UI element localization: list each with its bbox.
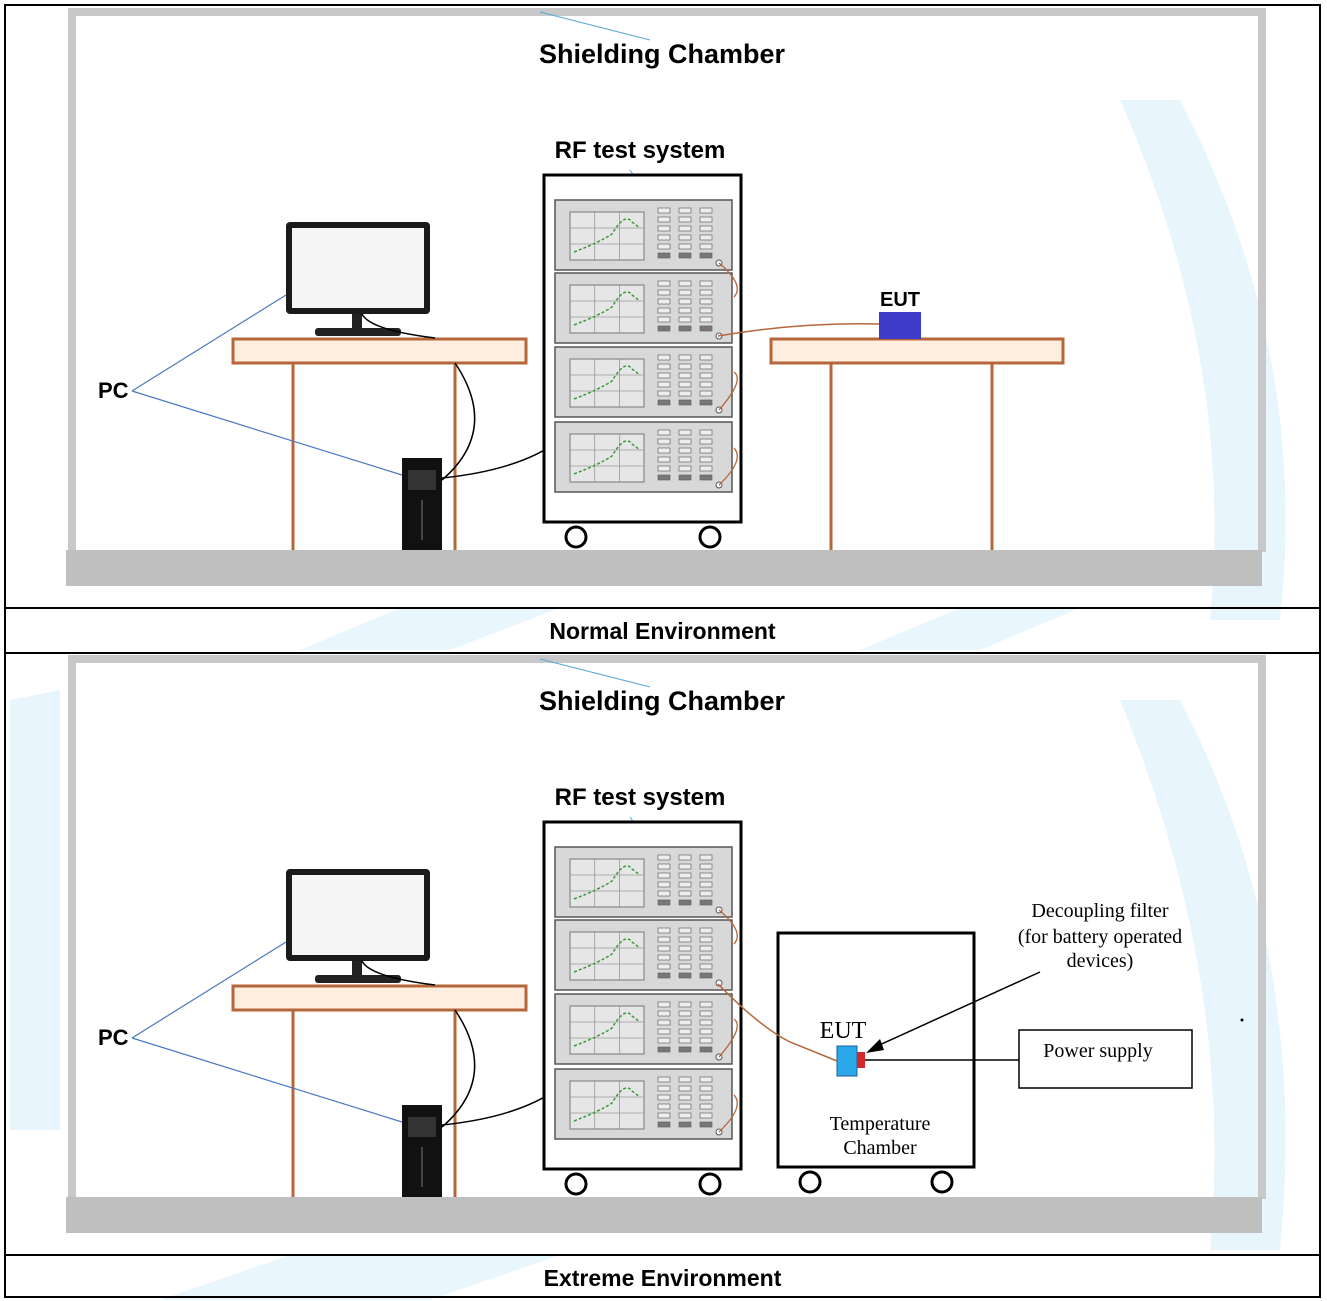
- annotation-line: [539, 658, 651, 688]
- extreme-environment-diagram: Shielding Chamber RF test system PC Temp…: [66, 655, 1266, 1233]
- instrument-unit: [554, 421, 733, 493]
- instrument-unit: [554, 346, 733, 418]
- chamber-title: Shielding Chamber: [539, 39, 786, 69]
- background-arc: [160, 1255, 560, 1300]
- eut-label: EUT: [880, 289, 920, 311]
- pc-tower: [402, 1105, 442, 1197]
- background-arc: [860, 608, 1080, 650]
- pc-label: PC: [98, 1025, 129, 1050]
- rack-cable: [718, 371, 738, 411]
- instrument-unit: [554, 993, 733, 1065]
- rack-cable: [718, 262, 738, 298]
- power-supply-label: Power supply: [1043, 1040, 1152, 1062]
- rack-cable: [718, 447, 738, 486]
- power-supply-box: [1018, 1029, 1193, 1089]
- temperature-chamber-label: Temperature: [830, 1113, 931, 1135]
- filter-label: devices): [1067, 950, 1134, 972]
- monitor: [286, 222, 430, 336]
- annotation-line: [131, 1037, 403, 1123]
- rf-system-label: RF test system: [555, 784, 726, 811]
- annotation-line: [131, 390, 403, 476]
- stray-dot: [1240, 1018, 1244, 1022]
- filter-label: (for battery operated: [1018, 926, 1182, 948]
- filter-arrow: [874, 971, 1041, 1048]
- rack-cable: [718, 1094, 738, 1133]
- caption-normal-environment: Normal Environment: [4, 608, 1321, 653]
- rf-system-label: RF test system: [555, 137, 726, 164]
- rack-wheel: [698, 1172, 722, 1196]
- cable: [441, 1009, 476, 1128]
- rack-wheel: [564, 1172, 588, 1196]
- rf-test-rack: [542, 820, 743, 1196]
- rack-wheel: [564, 525, 588, 549]
- rf-cable: [717, 983, 838, 1062]
- eut-device: [879, 312, 921, 339]
- pc-tower: [402, 458, 442, 550]
- cable: [361, 313, 436, 339]
- caption-extreme-environment: Extreme Environment: [4, 1255, 1321, 1298]
- row-divider: [4, 652, 1321, 654]
- instrument-unit: [554, 846, 733, 918]
- rack-wheel: [698, 525, 722, 549]
- rack-cable: [718, 1018, 738, 1058]
- chamber-floor: [66, 1197, 1262, 1233]
- normal-environment-diagram: Shielding Chamber RF test system PC EUT: [66, 8, 1266, 586]
- chamber-wall: [68, 8, 1266, 552]
- figure-frame: [4, 4, 1321, 1298]
- annotation-line: [539, 11, 651, 41]
- filter-arrow-head: [866, 1039, 884, 1053]
- chamber-floor: [66, 550, 1262, 586]
- temperature-chamber-label: Chamber: [843, 1137, 917, 1159]
- cable: [361, 960, 436, 986]
- pc-label: PC: [98, 378, 129, 403]
- background-arc: [1120, 100, 1286, 620]
- filter-label: Decoupling filter: [1031, 900, 1169, 922]
- cable: [441, 362, 476, 481]
- eut-device: [836, 1045, 858, 1077]
- instrument-unit: [554, 919, 733, 991]
- eut-label: EUT: [820, 1018, 867, 1044]
- cable: [441, 439, 561, 479]
- pc-table: [231, 984, 528, 1197]
- pc-table: [231, 337, 528, 550]
- instrument-unit: [554, 272, 733, 344]
- rf-test-rack: [542, 173, 743, 549]
- chamber-wall: [68, 655, 1266, 1199]
- background-arc: [10, 690, 60, 1130]
- annotation-line: [131, 294, 287, 392]
- rack-cable: [718, 909, 738, 945]
- cable: [441, 1086, 561, 1126]
- monitor: [286, 869, 430, 983]
- background-arc: [300, 608, 560, 650]
- rf-cable: [717, 323, 880, 337]
- eut-table: [769, 337, 1065, 550]
- background-arc: [1120, 700, 1286, 1250]
- instrument-unit: [554, 1068, 733, 1140]
- decoupling-filter: [857, 1052, 865, 1068]
- instrument-unit: [554, 199, 733, 271]
- annotation-line: [131, 941, 287, 1039]
- chamber-title: Shielding Chamber: [539, 686, 786, 716]
